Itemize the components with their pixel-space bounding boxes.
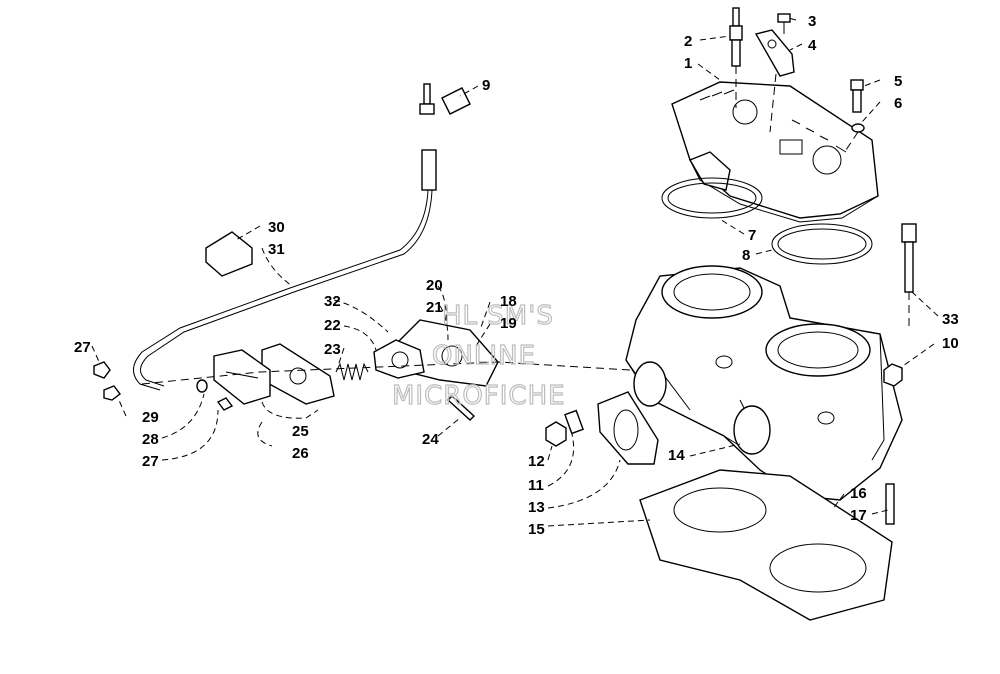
bolt-27 [93, 361, 234, 411]
spark-plug [729, 7, 743, 108]
valve-cover-32 [373, 339, 425, 379]
spring-23 [335, 362, 369, 381]
callout-20: 20 [426, 277, 443, 294]
callout-22: 22 [324, 317, 341, 334]
o-ring-8 [771, 223, 873, 265]
callout-10: 10 [942, 335, 959, 352]
callout-32: 32 [324, 293, 341, 310]
o-ring-7 [661, 177, 763, 219]
callout-29: 29 [142, 409, 159, 426]
callout-31: 31 [268, 241, 285, 258]
callout-23: 23 [324, 341, 341, 358]
clip-30 [205, 231, 253, 277]
callout-24: 24 [422, 431, 439, 448]
leader-lines [91, 17, 939, 527]
callout-5: 5 [894, 73, 902, 90]
callout-2: 2 [684, 33, 692, 50]
callout-19: 19 [500, 315, 517, 332]
valve-body-26 [213, 349, 271, 405]
callout-18: 18 [500, 293, 517, 310]
watermark-line-1: HL SM'S [442, 301, 554, 331]
callout-4: 4 [808, 37, 817, 54]
callout-27-upper: 27 [74, 339, 91, 356]
callout-labels: 2 1 3 4 5 6 7 8 9 30 31 20 32 21 18 19 2… [74, 13, 959, 538]
assembly-axis [141, 361, 631, 385]
callout-17: 17 [850, 507, 867, 524]
callout-6: 6 [894, 95, 902, 112]
bolt-5 [850, 79, 864, 113]
callout-7: 7 [748, 227, 756, 244]
intake-gasket-13 [597, 391, 659, 465]
washer-6 [845, 123, 865, 151]
nut-12 [545, 421, 567, 447]
callout-13: 13 [528, 499, 545, 516]
nut-10 [883, 363, 903, 387]
callout-25: 25 [292, 423, 309, 440]
bracket-4 [754, 29, 795, 133]
callout-11: 11 [528, 477, 544, 494]
cable-31 [133, 83, 437, 391]
watermark: HL SM'S ONLINE MICROFICHE [391, 300, 566, 411]
callout-26: 26 [292, 445, 309, 462]
base-gasket-15 [639, 469, 893, 621]
stud-33 [901, 223, 917, 330]
callout-14: 14 [668, 447, 685, 464]
stud-17 [885, 483, 895, 525]
watermark-line-3: MICROFICHE [392, 381, 566, 411]
cylinder-block [625, 265, 903, 501]
callout-1: 1 [684, 55, 692, 72]
callout-30: 30 [268, 219, 285, 236]
callout-16: 16 [850, 485, 867, 502]
cylinder-head [671, 81, 879, 223]
callout-28: 28 [142, 431, 159, 448]
cable-end-9 [441, 87, 471, 115]
callout-12: 12 [528, 453, 545, 470]
callout-21: 21 [426, 299, 443, 316]
callout-27-lower: 27 [142, 453, 159, 470]
callout-8: 8 [742, 247, 750, 264]
stud-11 [564, 409, 584, 435]
bolt-24 [446, 395, 476, 421]
screw-29 [103, 385, 121, 401]
watermark-line-2: ONLINE [432, 341, 536, 371]
bolt-3 [777, 13, 791, 34]
callout-9: 9 [482, 77, 490, 94]
callout-15: 15 [528, 521, 545, 538]
callout-33: 33 [942, 311, 959, 328]
callout-3: 3 [808, 13, 816, 30]
nut-28 [196, 379, 208, 393]
